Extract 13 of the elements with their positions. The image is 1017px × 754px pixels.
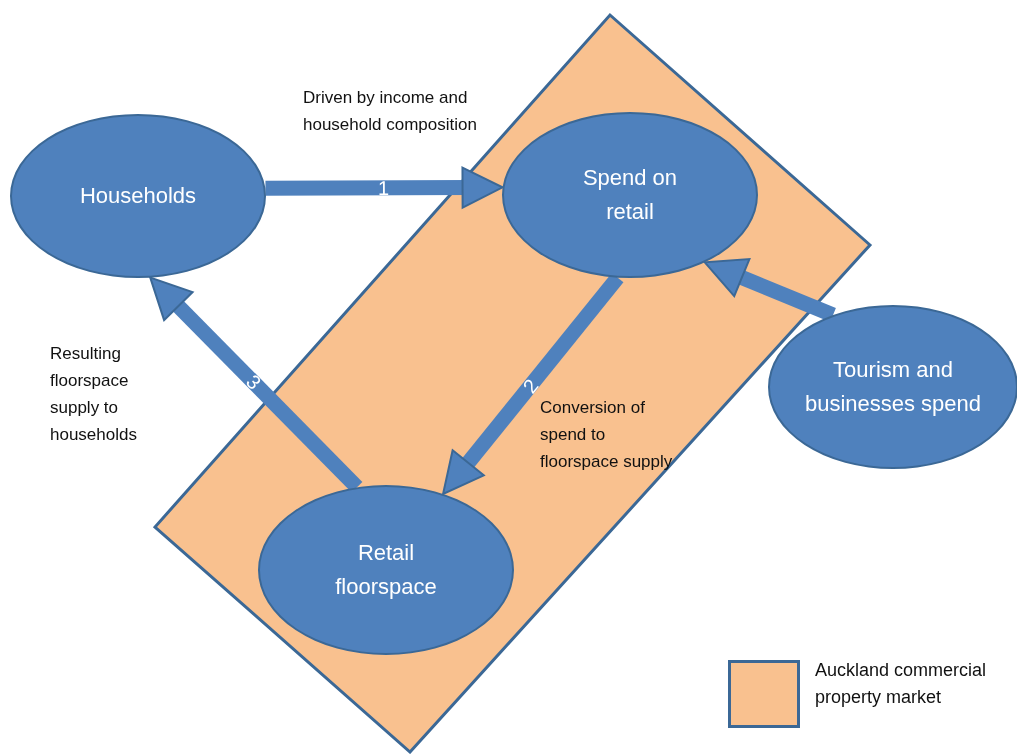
node-label: Households [79, 182, 197, 210]
node-label: Tourism and businesses spend [803, 356, 983, 418]
edge-label: 1 [378, 177, 390, 198]
node-label: Retail floorspace [334, 539, 438, 601]
edge-label: 3 [242, 371, 265, 394]
block-arrow [265, 166, 504, 209]
annotation-text: Conversion of spend to floorspace supply [540, 397, 674, 473]
annotation-text: Resulting floorspace supply to households [50, 343, 138, 446]
node-label: Spend on retail [581, 164, 679, 226]
annotation-text: Driven by income and household composition [303, 87, 478, 136]
block-arrow [703, 258, 836, 322]
edge-label: 2 [519, 375, 542, 397]
legend-label: Auckland commercial property market [815, 659, 988, 709]
